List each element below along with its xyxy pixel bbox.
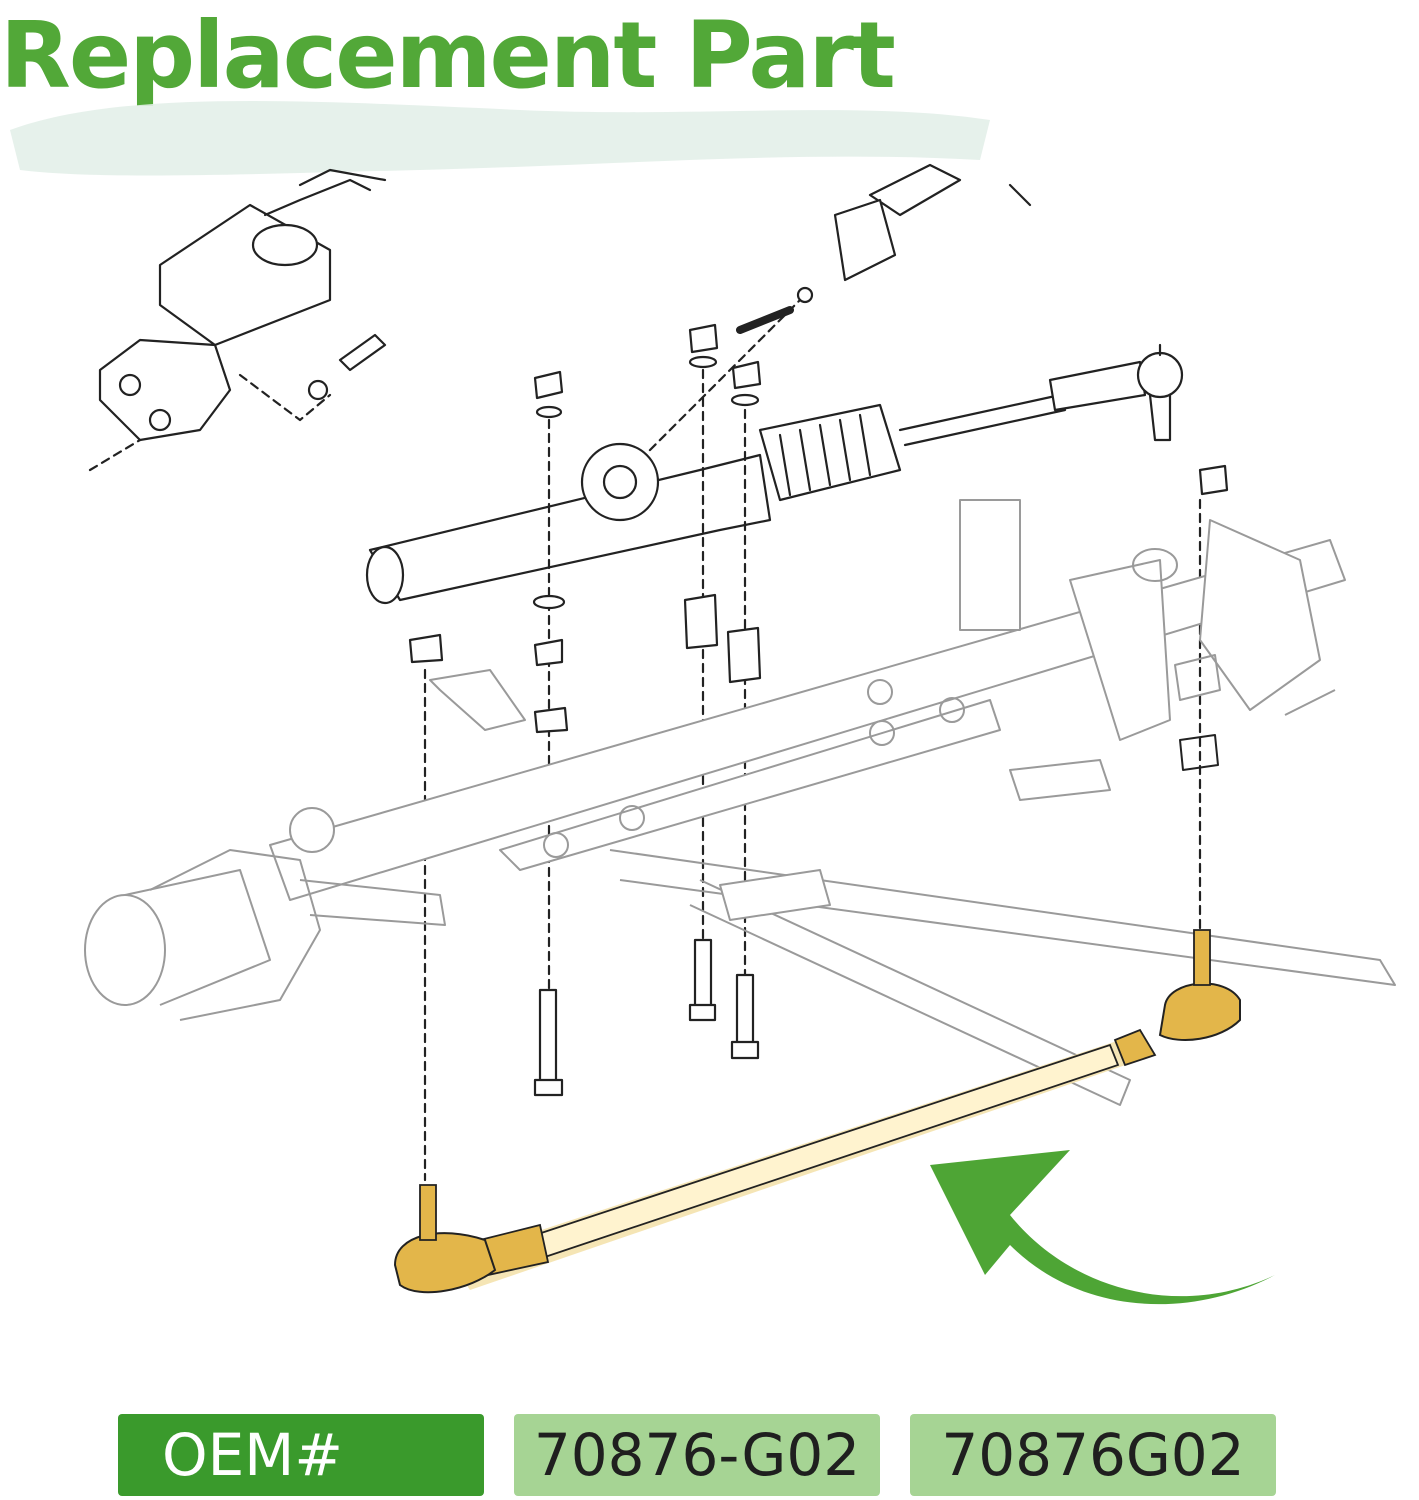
steering-assembly-diagram — [84, 163, 1396, 1305]
curved-arrow-icon — [930, 1150, 1275, 1305]
hardware-stack-left — [532, 370, 569, 1097]
brush-stroke — [10, 101, 990, 176]
axle-and-springs — [84, 499, 1396, 1106]
hardware-stack-middle — [683, 323, 719, 1022]
tie-rod-highlight — [393, 929, 1241, 1294]
u-joint — [638, 163, 1032, 462]
rack-and-pinion — [365, 343, 1184, 605]
column-mount — [88, 168, 387, 472]
part-number-badge: 70876G02 — [910, 1414, 1276, 1496]
oem-label-badge: OEM# — [118, 1414, 484, 1496]
page-title: Replacement Part — [0, 2, 896, 109]
hardware-stack-right — [726, 360, 762, 1060]
part-number-badge: 70876-G02 — [514, 1414, 880, 1496]
